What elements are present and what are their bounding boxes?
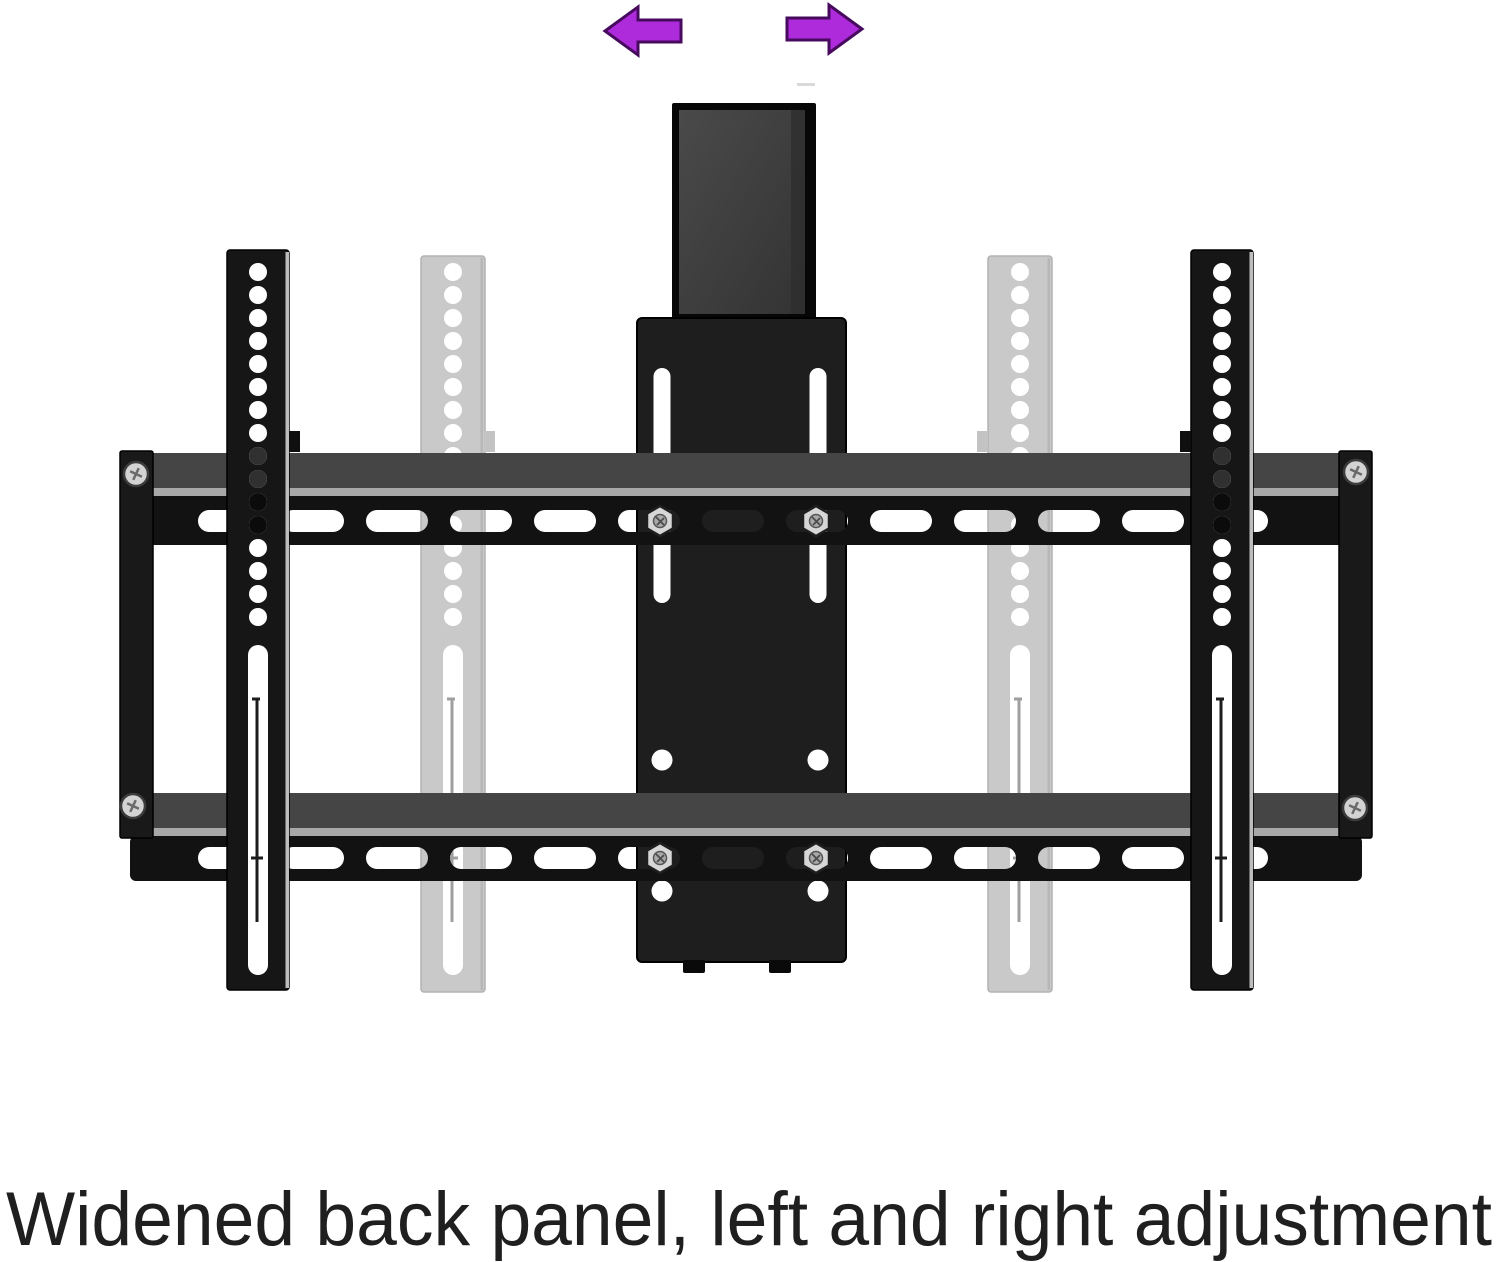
black-right-hook-tab (1180, 431, 1191, 452)
ghost-left-hook-tab (484, 431, 495, 452)
holes-over-rail (249, 447, 267, 534)
ghost-bracket-left (420, 255, 495, 993)
hex-bolt (801, 841, 831, 875)
lift-column (672, 103, 816, 320)
cap-screw (1341, 794, 1369, 822)
black-bracket-right (1180, 249, 1254, 991)
hex-bolt (801, 504, 831, 538)
black-left-hook-tab (289, 431, 300, 452)
arrow-right-icon (785, 2, 865, 56)
ghost-bracket-right (977, 255, 1053, 993)
arrow-left-icon (602, 4, 683, 58)
ghost-right-hook-tab (977, 431, 988, 452)
end-cap-right (1338, 450, 1373, 839)
upper-rail (130, 453, 1362, 545)
adjustment-arrows (602, 2, 865, 58)
hex-bolt (645, 504, 675, 538)
black-bracket-left (226, 249, 300, 991)
black-right-slot-rod (1215, 697, 1227, 922)
end-cap-left (119, 450, 154, 839)
cap-screw (119, 792, 147, 820)
lower-rail (130, 793, 1362, 881)
cap-screw (122, 460, 150, 488)
caption-text: Widened back panel, left and right adjus… (6, 1177, 1492, 1262)
smudge-artifact (797, 83, 815, 86)
hex-bolt (645, 841, 675, 875)
cap-screw (1342, 458, 1370, 486)
holes-over-rail (1213, 447, 1231, 534)
black-left-slot-rod (251, 697, 263, 922)
